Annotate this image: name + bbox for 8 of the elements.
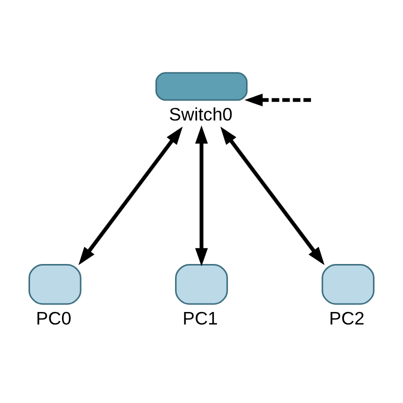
arrow [220,126,325,265]
arrow [195,124,208,266]
node-label: Switch0 [169,104,232,124]
arrow [244,93,314,106]
node-label: PC0 [36,308,72,328]
arrow [78,126,183,265]
node-label: PC2 [329,308,364,328]
node-label: PC1 [182,308,218,328]
